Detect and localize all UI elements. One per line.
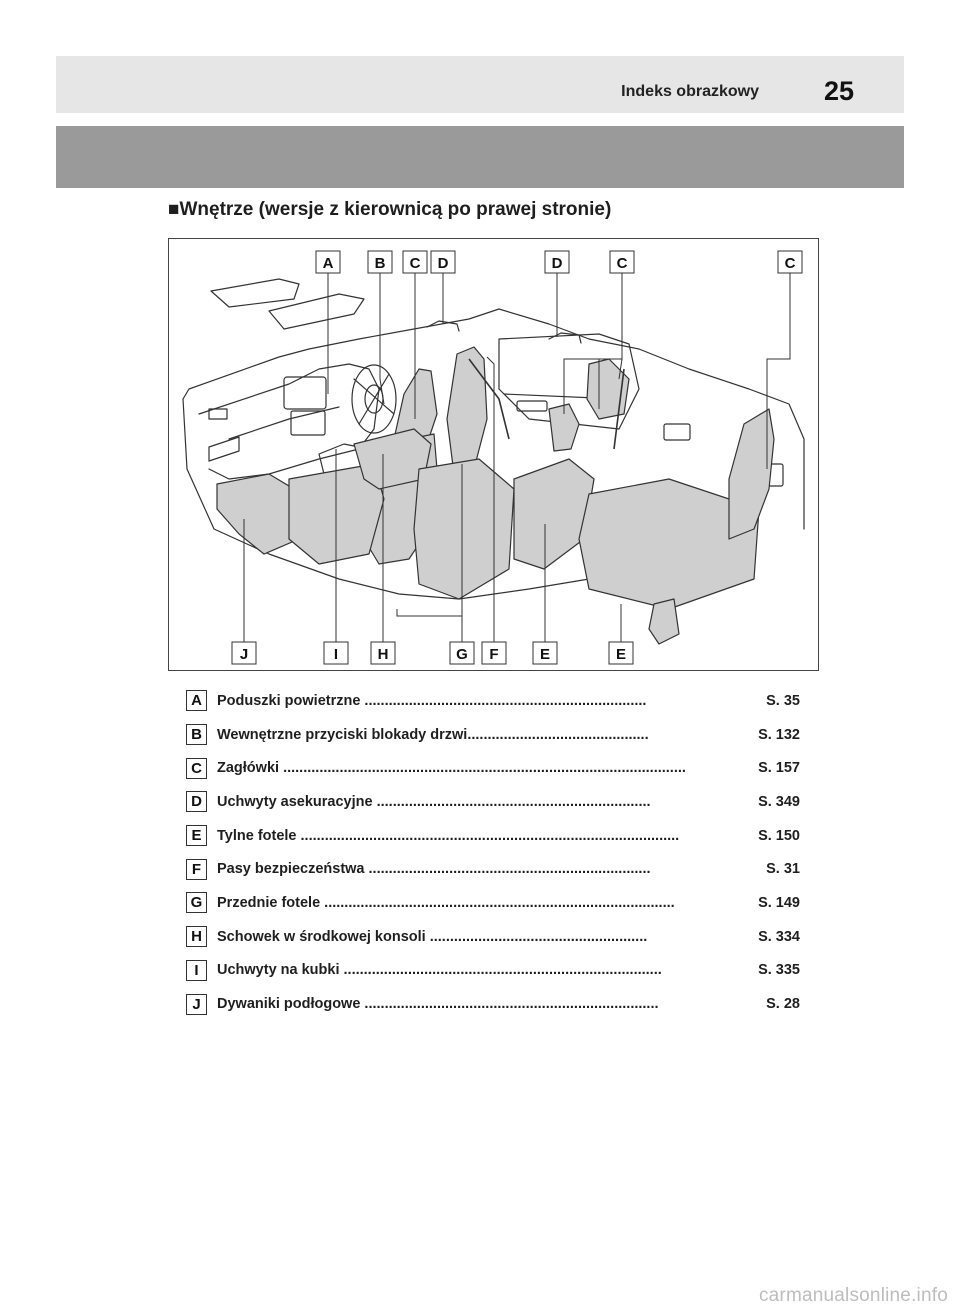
legend-key: E: [186, 825, 207, 847]
legend-item-rear-seats[interactable]: E Tylne fotele .........................…: [186, 819, 800, 853]
legend-key: C: [186, 757, 207, 779]
legend-page-ref: S. 35: [766, 692, 800, 709]
callout-top-b-label: B: [375, 255, 386, 272]
floor-mat-shape: [216, 473, 300, 555]
callout-top-b: B: [367, 250, 393, 274]
legend-key: G: [186, 892, 207, 914]
legend-key: H: [186, 926, 207, 948]
callout-bottom-j-label: J: [240, 646, 248, 663]
callout-bottom-g-label: G: [456, 646, 468, 663]
legend-page-ref: S. 149: [758, 894, 800, 911]
callout-bottom-e1-label: E: [540, 646, 550, 663]
legend-page-ref: S. 150: [758, 827, 800, 844]
section-title: ■Wnętrze (wersje z kierownicą po prawej …: [168, 199, 612, 220]
rear-bench-shape: [578, 478, 760, 610]
passenger-seat-back-shape: [446, 346, 488, 475]
callout-bottom-f: F: [481, 641, 507, 665]
interior-illustration: A B C D D C C: [168, 238, 819, 671]
legend-list: A Poduszki powietrzne ..................…: [186, 684, 800, 1021]
legend-page-ref: S. 31: [766, 861, 800, 878]
callout-top-d1-label: D: [438, 255, 449, 272]
legend-key: B: [186, 724, 207, 746]
legend-page-ref: S. 334: [758, 928, 800, 945]
callout-top-c2: C: [609, 250, 635, 274]
legend-label: Wewnętrzne przyciski blokady drzwi......…: [217, 726, 649, 743]
legend-key: D: [186, 791, 207, 813]
legend-page-ref: S. 157: [758, 760, 800, 777]
interior-drawing: A B C D D C C: [182, 250, 805, 665]
callout-bottom-f-label: F: [489, 646, 498, 663]
callout-top-c3-label: C: [785, 255, 796, 272]
legend-label: Tylne fotele ...........................…: [217, 827, 680, 844]
legend-item-front-seats[interactable]: G Przednie fotele ......................…: [186, 886, 800, 920]
callout-top-d1: D: [430, 250, 456, 274]
legend-label: Pasy bezpieczeństwa ....................…: [217, 861, 651, 878]
legend-label: Poduszki powietrzne ....................…: [217, 692, 647, 709]
legend-label: Schowek w środkowej konsoli ............…: [217, 928, 648, 945]
header-title: Indeks obrazkowy: [621, 83, 759, 100]
callout-top-d2: D: [544, 250, 570, 274]
legend-page-ref: S. 349: [758, 793, 800, 810]
legend-item-door-lock-buttons[interactable]: B Wewnętrzne przyciski blokady drzwi....…: [186, 718, 800, 752]
page-header: Indeks obrazkowy 25: [56, 56, 904, 113]
legend-label: Uchwyty asekuracyjne ...................…: [217, 793, 651, 810]
callout-bottom-e2-label: E: [616, 646, 626, 663]
legend-item-console-box[interactable]: H Schowek w środkowej konsoli ..........…: [186, 920, 800, 954]
legend-label: Dywaniki podłogowe .....................…: [217, 996, 659, 1013]
page-number: 25: [823, 76, 854, 106]
callout-top-d2-label: D: [552, 255, 563, 272]
legend-item-seat-belts[interactable]: F Pasy bezpieczeństwa ..................…: [186, 852, 800, 886]
legend-page-ref: S. 28: [766, 996, 800, 1013]
callout-bottom-i-label: I: [334, 646, 338, 663]
legend-key: A: [186, 690, 207, 712]
legend-item-floor-mats[interactable]: J Dywaniki podłogowe ...................…: [186, 987, 800, 1021]
legend-item-airbags[interactable]: A Poduszki powietrzne ..................…: [186, 684, 800, 718]
callout-top-c2-label: C: [617, 255, 628, 272]
legend-page-ref: S. 335: [758, 962, 800, 979]
legend-item-cup-holders[interactable]: I Uchwyty na kubki .....................…: [186, 954, 800, 988]
callout-bottom-h: H: [370, 641, 396, 665]
legend-key: J: [186, 993, 207, 1015]
legend-item-grab-handles[interactable]: D Uchwyty asekuracyjne .................…: [186, 785, 800, 819]
rear-bench-back-shape: [728, 408, 775, 540]
section-band: [56, 126, 904, 188]
legend-key: I: [186, 959, 207, 981]
callout-top-c1: C: [402, 250, 428, 274]
callout-top-a: A: [315, 250, 341, 274]
legend-key: F: [186, 858, 207, 880]
legend-label: Przednie fotele ........................…: [217, 894, 675, 911]
callout-top-c3: C: [777, 250, 803, 274]
callout-bottom-h-label: H: [378, 646, 389, 663]
legend-label: Zagłówki ...............................…: [217, 760, 686, 777]
legend-label: Uchwyty na kubki .......................…: [217, 962, 662, 979]
callout-top-c1-label: C: [410, 255, 421, 272]
callout-bottom-j: J: [231, 641, 257, 665]
legend-item-headrests[interactable]: C Zagłówki .............................…: [186, 751, 800, 785]
callout-bottom-e2: E: [608, 641, 634, 665]
passenger-seat-cushion-shape: [413, 458, 515, 600]
watermark: carmanualsonline.info: [758, 1285, 948, 1306]
callout-bottom-i: I: [323, 641, 349, 665]
callout-top-a-label: A: [323, 255, 334, 272]
legend-page-ref: S. 132: [758, 726, 800, 743]
callout-bottom-e1: E: [532, 641, 558, 665]
callout-bottom-g: G: [449, 641, 475, 665]
